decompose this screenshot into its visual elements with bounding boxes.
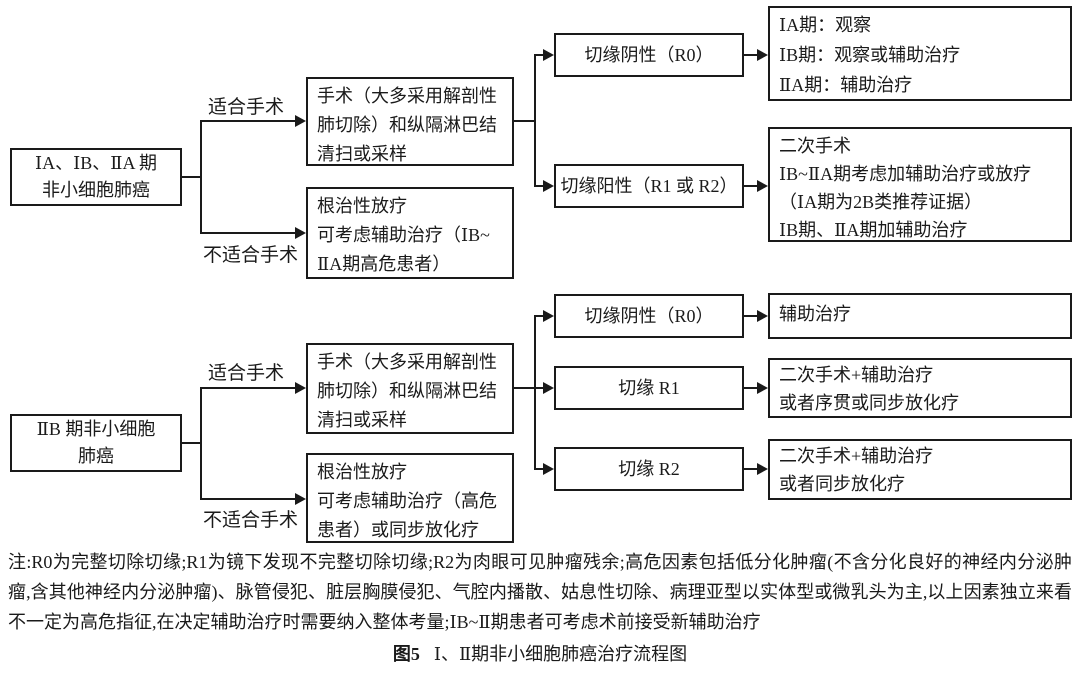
node-outcome-margin-negative-top: ⅠA期：观察 ⅠB期：观察或辅助治疗 ⅡA期：辅助治疗 [768, 6, 1072, 101]
arrowhead-icon [295, 382, 306, 394]
arrowhead-icon [543, 180, 554, 192]
connector-line [534, 185, 544, 187]
connector-line [200, 120, 202, 234]
node-margin-negative-top: 切缘阴性（R0） [554, 33, 744, 77]
figure-caption-label: 图5 [392, 644, 420, 664]
connector-line [182, 176, 202, 178]
node-margin-r2-bottom: 切缘 R2 [554, 447, 744, 491]
connector-line [744, 315, 758, 317]
connector-line [534, 54, 544, 56]
connector-line [534, 54, 536, 187]
connector-line [744, 468, 758, 470]
node-stage-iib: ⅡB 期非小细胞 肺癌 [10, 414, 182, 472]
connector-line [514, 120, 536, 122]
node-margin-r1-bottom: 切缘 R1 [554, 366, 744, 410]
connector-line [534, 387, 544, 389]
node-surgery-top: 手术（大多采用解剖性 肺切除）和纵隔淋巴结 清扫或采样 [306, 77, 514, 166]
arrowhead-icon [543, 463, 554, 475]
edge-label-fit-surgery-top: 适合手术 [208, 97, 285, 118]
edge-label-fit-surgery-bottom: 适合手术 [208, 363, 285, 384]
connector-line [744, 54, 758, 56]
connector-line [534, 315, 536, 470]
arrowhead-icon [757, 310, 768, 322]
figure-note: 注:R0为完整切除切缘;R1为镜下发现不完整切除切缘;R2为肉眼可见肿瘤残余;高… [8, 552, 1072, 632]
connector-line [200, 498, 296, 500]
figure-caption: 图5 Ⅰ、Ⅱ期非小细胞肺癌治疗流程图 [0, 640, 1080, 666]
arrowhead-icon [543, 49, 554, 61]
arrowhead-icon [757, 382, 768, 394]
edge-label-unfit-surgery-top: 不适合手术 [203, 245, 299, 266]
node-radical-radiotherapy-bottom: 根治性放疗 可考虑辅助治疗（高危 患者）或同步放化疗 [306, 453, 514, 543]
arrowhead-icon [295, 493, 306, 505]
node-outcome-negative-bottom: 辅助治疗 [768, 293, 1072, 339]
connector-line [200, 387, 296, 389]
arrowhead-icon [543, 382, 554, 394]
connector-line [514, 387, 536, 389]
connector-line [534, 315, 544, 317]
connector-line [182, 442, 202, 444]
connector-line [200, 387, 202, 500]
connector-line [534, 468, 544, 470]
arrowhead-icon [757, 49, 768, 61]
connector-line [744, 387, 758, 389]
arrowhead-icon [543, 310, 554, 322]
node-margin-positive-top: 切缘阳性（R1 或 R2） [554, 164, 744, 208]
node-stage-ia-ib-iia: ⅠA、ⅠB、ⅡA 期 非小细胞肺癌 [10, 148, 182, 206]
arrowhead-icon [757, 463, 768, 475]
node-outcome-r2-bottom: 二次手术+辅助治疗 或者同步放化疗 [768, 439, 1072, 500]
node-outcome-margin-positive-top: 二次手术 ⅠB~ⅡA期考虑加辅助治疗或放疗 （ⅠA期为2B类推荐证据） ⅠB期、… [768, 127, 1072, 242]
connector-line [200, 120, 296, 122]
arrowhead-icon [295, 115, 306, 127]
node-surgery-bottom: 手术（大多采用解剖性 肺切除）和纵隔淋巴结 清扫或采样 [306, 343, 514, 434]
figure-caption-text: Ⅰ、Ⅱ期非小细胞肺癌治疗流程图 [433, 644, 688, 664]
edge-label-unfit-surgery-bottom: 不适合手术 [203, 510, 299, 531]
node-outcome-r1-bottom: 二次手术+辅助治疗 或者序贯或同步放化疗 [768, 358, 1072, 418]
node-margin-negative-bottom: 切缘阴性（R0） [554, 294, 744, 338]
arrowhead-icon [757, 180, 768, 192]
connector-line [200, 232, 296, 234]
node-radical-radiotherapy-top: 根治性放疗 可考虑辅助治疗（ⅠB~ ⅡA期高危患者） [306, 187, 514, 279]
arrowhead-icon [295, 227, 306, 239]
connector-line [744, 185, 758, 187]
